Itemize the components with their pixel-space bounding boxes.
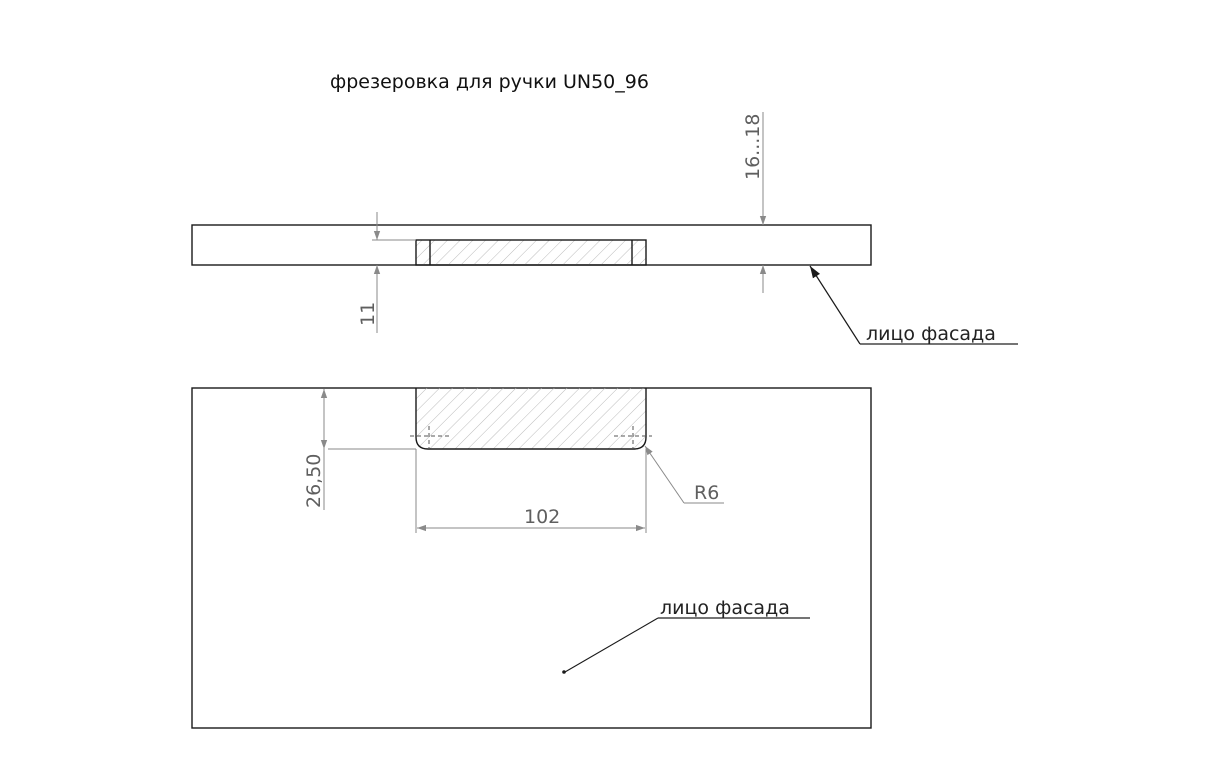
pocket-hatch (416, 240, 646, 265)
drawing-title: фрезеровка для ручки UN50_96 (330, 71, 649, 93)
dim-26-50-label: 26,50 (303, 454, 325, 508)
face-note-top: лицо фасада (866, 323, 996, 345)
face-leader-line-top (809, 265, 861, 345)
center-mark-right (614, 426, 652, 448)
dim-r6-label: R6 (694, 482, 719, 504)
dim-102-label: 102 (524, 506, 560, 528)
pocket-outline (415, 239, 647, 266)
face-note-front: лицо фасада (660, 597, 790, 619)
dim-11-label: 11 (357, 302, 379, 326)
top-view: 11 16...18 лицо фасада (191, 112, 1018, 345)
front-view: 26,50 102 R6 лицо фасада (191, 387, 872, 729)
face-leader-line-front (564, 617, 659, 673)
slot-outline (415, 388, 647, 450)
dim-thickness-label: 16...18 (742, 114, 764, 180)
slot-hatch (416, 388, 646, 449)
center-mark-left (410, 426, 450, 448)
dim-r6-leader (644, 445, 685, 504)
face-leader-dot (562, 670, 566, 674)
